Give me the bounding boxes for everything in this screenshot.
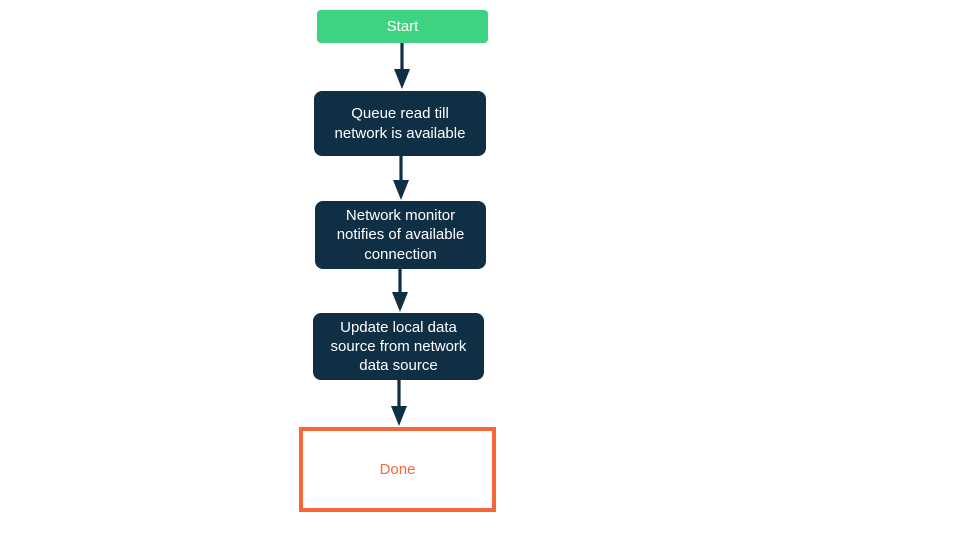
flow-edge-update-local-to-done [391,380,407,426]
flow-edge-start-to-queue-read [394,43,410,89]
flow-node-update-local[interactable]: Update local data source from network da… [313,313,484,380]
flow-node-start[interactable]: Start [317,10,488,43]
flow-edge-queue-read-to-network-monitor [393,156,409,200]
flow-edge-network-monitor-to-update-local [392,269,408,312]
flow-node-done[interactable]: Done [299,427,496,512]
flow-node-network-monitor[interactable]: Network monitor notifies of available co… [315,201,486,269]
flow-node-queue-read[interactable]: Queue read till network is available [314,91,486,156]
